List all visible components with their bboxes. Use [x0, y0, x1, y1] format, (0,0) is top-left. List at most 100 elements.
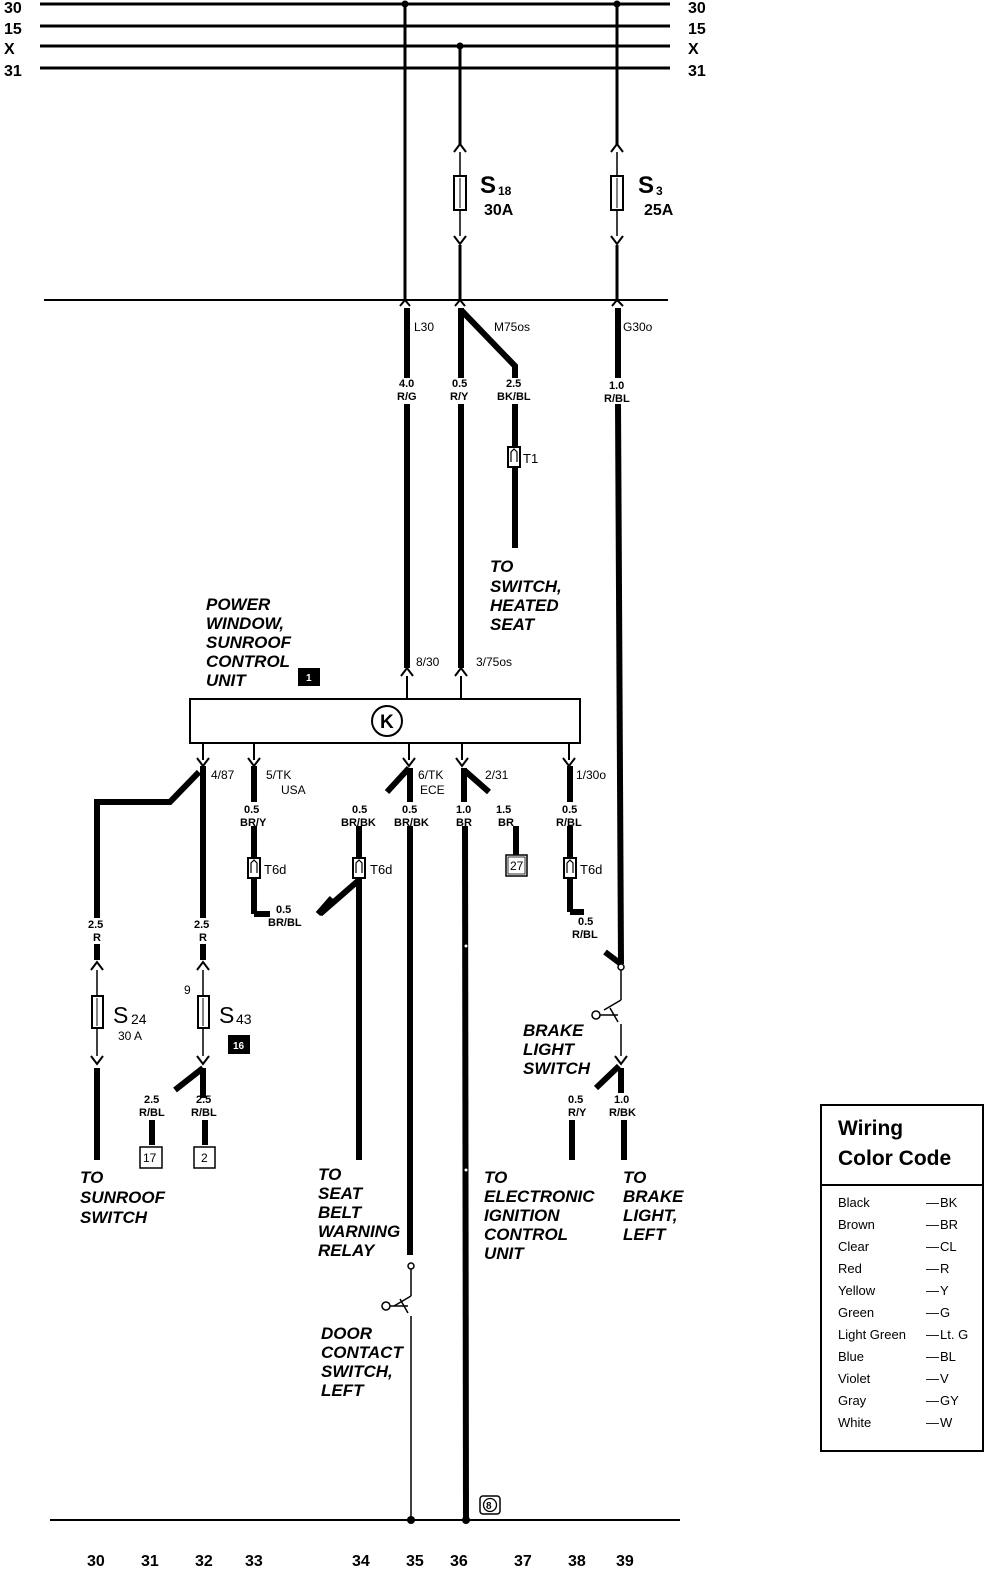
fuse-s3-sub: 3 — [656, 184, 663, 198]
wire-0-5-brbk2-size: 0.5 — [402, 804, 417, 816]
fuse-s43-ref: 16 — [233, 1041, 245, 1052]
wire-0-5-bry-size: 0.5 — [244, 804, 259, 816]
legend-dash: — — [926, 1371, 939, 1386]
k-output-arrows — [196, 743, 576, 768]
control-unit-symbol: K — [380, 712, 394, 733]
connector-t6d-a: T6d — [247, 857, 286, 879]
legend-color-code: R — [940, 1261, 950, 1276]
wire-2-5-bkbl-color: BK/BL — [497, 391, 531, 403]
pin-6-tk: 6/TK — [418, 768, 443, 782]
terminal-l30: L30 — [414, 320, 434, 334]
fuse-s3-name: S — [638, 172, 654, 199]
wire-2-5-r-a-color: R — [93, 932, 101, 944]
wire-0-5-rbl-size: 0.5 — [562, 804, 577, 816]
wire-2-5-r-b-size: 2.5 — [194, 919, 209, 931]
legend-row: Light Green—Lt. G — [838, 1324, 982, 1346]
bus-label-30-right: 30 — [688, 0, 706, 17]
output-wires — [94, 765, 627, 1521]
legend-dash: — — [926, 1283, 939, 1298]
svg-text:8: 8 — [486, 1501, 492, 1512]
wire-1-0-rbk-size: 1.0 — [614, 1094, 629, 1106]
svg-text:1: 1 — [306, 673, 312, 684]
svg-text:17: 17 — [143, 1151, 157, 1165]
wire-0-5-brbl-size: 0.5 — [276, 904, 291, 916]
legend-color-code: W — [940, 1415, 953, 1430]
legend-dash: — — [926, 1217, 939, 1232]
legend-row: Yellow—Y — [838, 1280, 982, 1302]
connector-t6d-b: T6d — [352, 857, 392, 879]
svg-text:35: 35 — [406, 1553, 424, 1570]
legend-row: Green —G — [838, 1302, 982, 1324]
fuse-s3-rating: 25A — [644, 202, 674, 219]
wire-0-5-rbl-color: R/BL — [556, 817, 582, 829]
connector-t1-label: T1 — [523, 451, 538, 466]
legend-color-name: Green — [838, 1305, 875, 1320]
legend-row: Brown—BR — [838, 1214, 982, 1236]
legend-dash: — — [926, 1349, 939, 1364]
connector-t6d-b-label: T6d — [370, 862, 392, 877]
control-unit-ref: 1 — [298, 668, 320, 686]
wire-2-5-rbl-b-size: 2.5 — [196, 1094, 211, 1106]
legend-dash: — — [926, 1261, 939, 1276]
fuse-panel-terminals — [399, 298, 624, 307]
wire-0-5-brbk2-color: BR/BK — [394, 817, 429, 829]
pin-8-30: 8/30 — [416, 655, 440, 669]
wire-0-5-brbk-size: 0.5 — [352, 804, 367, 816]
legend-dash: — — [926, 1305, 939, 1320]
caption-brake-left: TO BRAKE LIGHT, LEFT — [623, 1168, 688, 1244]
wire-1-5-br-color: BR — [498, 817, 514, 829]
svg-text:27: 27 — [510, 859, 524, 873]
wire-4-0-color: R/G — [397, 391, 417, 403]
bus-label-15: 15 — [4, 21, 22, 38]
legend-color-code: V — [940, 1371, 949, 1386]
wire-0-5-bry-color: BR/Y — [240, 817, 267, 829]
supply-wires — [403, 4, 619, 300]
legend-row: Gray—GY — [838, 1390, 982, 1412]
wire-0-5-ry-color: R/Y — [450, 391, 469, 403]
legend-color-code: G — [940, 1305, 951, 1320]
wire-1-0-br-size: 1.0 — [456, 804, 471, 816]
legend-color-name: Brown — [838, 1217, 875, 1232]
legend-color-name: Light Green — [838, 1327, 906, 1342]
fuse-s24-name: S — [113, 1002, 128, 1028]
svg-text:30: 30 — [87, 1553, 105, 1570]
terminal-g30: G30o — [623, 320, 653, 334]
bus-label-30: 30 — [4, 0, 22, 17]
svg-text:32: 32 — [195, 1553, 213, 1570]
wire-1-0-rbl-size: 1.0 — [609, 380, 624, 392]
bus-label-15-right: 15 — [688, 21, 706, 38]
pin-6-ece: ECE — [420, 783, 445, 797]
wire-2-5-rbl-a-color: R/BL — [139, 1107, 165, 1119]
fuse-s43-mark: 9 — [184, 983, 191, 997]
connector-t1: T1 — [507, 446, 538, 468]
legend-dash: — — [926, 1393, 939, 1408]
svg-text:34: 34 — [352, 1553, 370, 1570]
pin-2-31: 2/31 — [485, 768, 509, 782]
connector-t6d-a-label: T6d — [264, 862, 286, 877]
legend-row: Clear—CL — [838, 1236, 982, 1258]
pin-5-usa: USA — [281, 783, 306, 797]
control-unit-k: K — [189, 676, 581, 744]
wire-4-0-size: 4.0 — [399, 378, 414, 390]
fuse-s18-name: S — [480, 172, 496, 199]
bus-lines — [40, 2, 670, 70]
fuse-s3: S 3 25A — [610, 142, 674, 246]
control-unit-label: POWER WINDOW, SUNROOF CONTROL UNIT — [206, 595, 296, 690]
caption-brake-switch: BRAKE LIGHT SWITCH — [523, 1021, 591, 1078]
ref-box-17: 17 — [139, 1146, 163, 1169]
legend-row: White—W — [838, 1412, 982, 1434]
fuse-s43-sub: 43 — [236, 1011, 252, 1027]
wire-2-5-bkbl-size: 2.5 — [506, 378, 521, 390]
fuse-s18-rating: 30A — [484, 202, 514, 219]
ground-wire-marks — [464, 944, 468, 1172]
caption-door-switch: DOOR CONTACT SWITCH, LEFT — [321, 1324, 408, 1400]
ground-ref-8: 8 — [479, 1495, 501, 1515]
legend-title: Wiring Color Code — [822, 1106, 982, 1186]
legend-color-name: Violet — [838, 1371, 871, 1386]
legend-row: Violet —V — [838, 1368, 982, 1390]
caption-sunroof: TO SUNROOF SWITCH — [80, 1168, 170, 1227]
connector-t6d-c-label: T6d — [580, 862, 602, 877]
legend-dash: — — [926, 1327, 939, 1342]
